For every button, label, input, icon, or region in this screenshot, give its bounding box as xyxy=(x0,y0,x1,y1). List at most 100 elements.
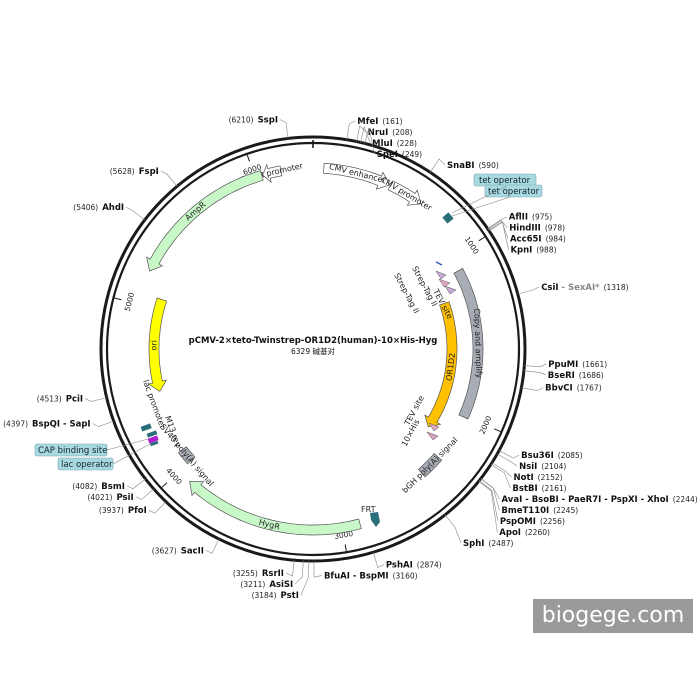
site-name: BspQI - SapI xyxy=(32,420,91,430)
svg-text:Acc65I(984): Acc65I(984) xyxy=(510,235,566,245)
site-name: PciI xyxy=(66,394,83,404)
svg-text:CAP binding site: CAP binding site xyxy=(38,446,107,456)
site-sphi: SphI (2487) xyxy=(444,514,513,549)
lac-operator-marker xyxy=(149,440,159,447)
site-position: (228) xyxy=(397,139,417,148)
lac-operator-badge: lac operator xyxy=(57,457,114,471)
site-position: (2487) xyxy=(488,539,513,548)
strep-tag-marker-3 xyxy=(444,285,457,295)
site-position: (2104) xyxy=(541,462,566,471)
site-position: (1661) xyxy=(582,360,607,369)
svg-text:BbvCI(1767): BbvCI(1767) xyxy=(545,384,602,394)
site-position: (6210) xyxy=(229,116,254,125)
site-mfei: MfeI(161) xyxy=(346,117,403,140)
site-name: AhdI xyxy=(102,203,124,213)
tet-operator-marker xyxy=(442,212,454,224)
site-name: ApoI xyxy=(499,528,521,538)
site-name: SspI xyxy=(258,116,278,126)
site-alt-name: - SexAI* xyxy=(559,283,601,293)
site-psti: (3184)PstI xyxy=(252,560,310,601)
site-asisi: (3211)AsiSI xyxy=(240,560,304,590)
site-position: (2260) xyxy=(525,528,550,537)
site-name: AvaI - BsoBI - PaeR7I - PspXI - XhoI xyxy=(502,495,669,505)
svg-text:MfeI(161): MfeI(161) xyxy=(357,117,402,127)
site-name: BstBI xyxy=(512,484,537,494)
site-mlui: MluI (228) xyxy=(360,125,417,149)
feature-labels: Strep-Tag II Strep-Tag II TEV site TEV s… xyxy=(141,265,454,514)
site-hindiii: HindIII(978) xyxy=(487,219,565,234)
tick-3000 xyxy=(344,544,347,552)
frt-label: FRT xyxy=(361,505,376,514)
svg-text:Bsu36I(2085): Bsu36I(2085) xyxy=(521,451,583,461)
svg-text:(3937)PfoI: (3937)PfoI xyxy=(99,506,147,516)
feature-cmv-promoter xyxy=(387,180,422,206)
frt-marker xyxy=(370,512,380,527)
tick-1000 xyxy=(478,236,485,242)
feature-label-ampr: AmpR xyxy=(184,200,208,223)
site-bsu36i: Bsu36I(2085) xyxy=(498,450,583,461)
site-position: (2161) xyxy=(542,484,567,493)
feature-ampr-promoter xyxy=(262,163,283,184)
site-position: (1318) xyxy=(604,283,629,292)
cap-binding-marker xyxy=(147,435,159,444)
site-bsmi: (4082)BsmI xyxy=(72,478,146,492)
feature-hygr xyxy=(189,481,362,536)
site-position: (3255) xyxy=(233,569,258,578)
site-position: (5406) xyxy=(73,203,98,212)
feature-label-copy-amplify: Copy and amplify xyxy=(472,308,483,379)
svg-text:SnaBI(590): SnaBI(590) xyxy=(447,161,499,171)
site-name: BbvCI xyxy=(545,384,573,394)
site-name: SacII xyxy=(181,546,204,556)
site-noti: NotI(2152) xyxy=(491,462,563,483)
site-csii: CsiI - SexAI*(1318) xyxy=(517,283,629,295)
site-bseri: BseRI(1686) xyxy=(523,370,604,381)
site-name: BseRI xyxy=(548,371,575,381)
tick-6000 xyxy=(246,154,250,162)
svg-text:(3184)PstI: (3184)PstI xyxy=(252,591,299,601)
site-snabi: SnaBI(590) xyxy=(429,158,499,173)
site-name: Bsu36I xyxy=(521,451,554,461)
svg-text:lac operator: lac operator xyxy=(61,460,113,470)
svg-text:(6210)SspI: (6210) SspI xyxy=(229,116,278,126)
site-bfuai-bspmi: BfuAI - BspMI(3160) xyxy=(313,560,418,582)
site-name: SphI xyxy=(463,539,484,549)
plasmid-title: pCMV-2×teto-Twinstrep-OR1D2(human)-10×Hi… xyxy=(189,336,438,346)
site-psii: (4021)PsiI xyxy=(87,488,154,503)
svg-text:AvaI - BsoBI - PaeR7I - PspXI: AvaI - BsoBI - PaeR7I - PspXI - XhoI(224… xyxy=(502,495,698,505)
tev-site-marker-1 xyxy=(438,278,451,288)
tet-operator-badge-2: tet operator xyxy=(484,184,543,198)
svg-text:(4021)PsiI: (4021)PsiI xyxy=(87,493,133,503)
site-name: BmeT110I xyxy=(501,506,549,516)
tick-5000 xyxy=(114,297,122,301)
site-pfoi: (3937)PfoI xyxy=(99,501,167,516)
site-position: (984) xyxy=(546,235,566,244)
site-position: (3160) xyxy=(393,572,418,581)
tick-4000 xyxy=(161,482,168,488)
svg-text:NsiI(2104): NsiI(2104) xyxy=(519,462,566,472)
site-kpni: KpnI(988) xyxy=(488,221,557,256)
feature-or1d2 xyxy=(424,301,458,428)
site-position: (3627) xyxy=(152,546,177,555)
feature-copy-amplify xyxy=(453,267,484,420)
svg-text:tet operator: tet operator xyxy=(479,176,531,186)
site-name: PpuMI xyxy=(548,360,578,370)
watermark: biogege.com xyxy=(533,599,693,633)
site-name: SnaBI xyxy=(447,161,475,171)
site-name: PstI xyxy=(281,591,299,601)
site-position: (2152) xyxy=(538,473,563,482)
svg-text:AflII(975): AflII(975) xyxy=(509,213,552,223)
svg-text:MluI(228): MluI (228) xyxy=(372,139,417,149)
site-name: KpnI xyxy=(510,246,532,256)
his-tag-marker xyxy=(426,431,439,441)
svg-text:BfuAI - BspMI(3160): BfuAI - BspMI(3160) xyxy=(324,572,418,582)
site-name: PfoI xyxy=(128,506,147,516)
feature-label-sv40: SV40 poly(A) signal xyxy=(158,422,215,488)
restriction-sites: MfeI(161)NruI(208)MluI(228)SpeI(249)SnaB… xyxy=(3,116,698,601)
site-name: MluI xyxy=(372,139,393,149)
site-pspomi: PspOMI(2256) xyxy=(479,480,565,527)
site-position: (5628) xyxy=(110,167,135,176)
site-position: (2874) xyxy=(417,561,442,570)
feature-sv40 xyxy=(177,446,196,465)
svg-text:BstBI(2161): BstBI (2161) xyxy=(512,484,566,494)
